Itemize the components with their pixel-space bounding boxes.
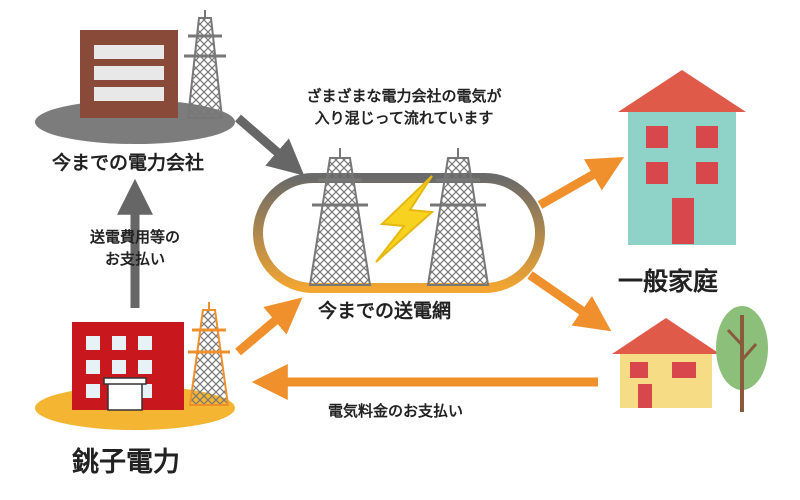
arrow-grid-to-house-bottom	[527, 271, 612, 332]
grid-tower-left-icon	[308, 148, 372, 286]
bill-payment-label: 電気料金のお支払い	[328, 402, 464, 420]
house-small-icon	[612, 318, 720, 408]
grid-label: 今までの送電網	[318, 300, 452, 322]
grid-note-line1: ざまざまな電力会社の電気が	[306, 87, 502, 105]
fee-line2: お支払い	[104, 250, 165, 268]
house-apartment-icon	[618, 70, 746, 245]
grid-group	[253, 148, 545, 293]
old-company-tower-icon	[184, 10, 226, 119]
tree-icon	[716, 306, 768, 412]
grid-note: ざまざまな電力会社の電気が 入り混じって流れています	[258, 85, 550, 129]
grid-note-line2: 入り混じって流れています	[314, 109, 494, 127]
choshi-label: 銚子電力	[72, 447, 180, 478]
households-label: 一般家庭	[618, 267, 719, 296]
choshi-building-icon	[72, 322, 184, 411]
arrow-company-to-grid	[235, 114, 305, 176]
grid-ring	[253, 173, 545, 293]
arrow-choshi-to-grid	[235, 297, 303, 356]
old-company-label: 今までの電力会社	[52, 152, 205, 174]
lightning-icon	[375, 175, 435, 263]
fee-line1: 送電費用等の	[89, 228, 180, 246]
arrow-grid-to-house-top	[537, 156, 625, 209]
choshi-tower-icon	[188, 302, 230, 406]
choshi-group	[35, 302, 235, 430]
grid-tower-right-icon	[426, 148, 490, 286]
fee-payment-label: 送電費用等の お支払い	[60, 226, 210, 270]
old-company-building-icon	[80, 30, 178, 118]
old-company-group	[35, 10, 235, 144]
